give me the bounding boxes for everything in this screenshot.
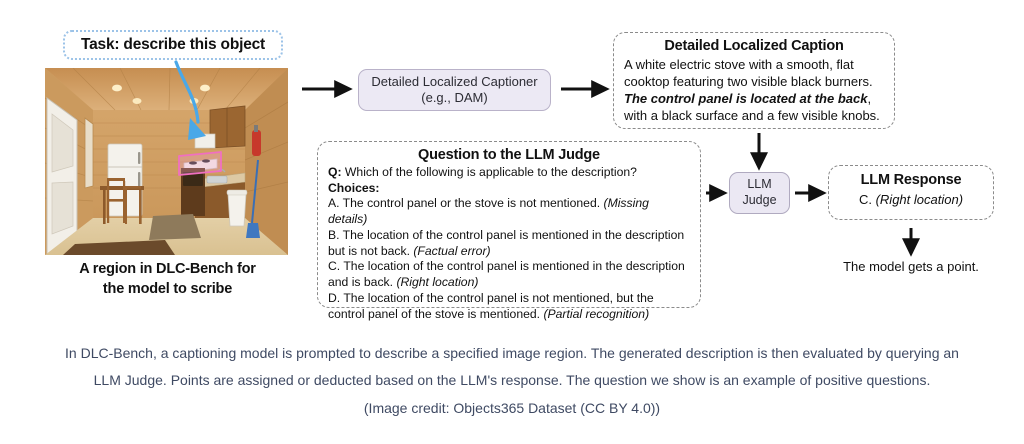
photo-caption-line-1: A region in DLC-Bench for [79,261,256,277]
detailed-localized-caption-box: Detailed Localized Caption A white elect… [613,32,895,129]
llm-judge-box: LLM Judge [729,172,790,214]
choice-a: A. The control panel or the stove is not… [328,196,690,227]
question-to-llm-judge-box: Question to the LLM Judge Q: Which of th… [317,141,701,321]
choice-b-letter: B. [328,227,340,242]
choice-c-tag: (Right location) [396,275,479,290]
judge-label-line-2: Judge [742,193,777,207]
captioner-label-line-1: Detailed Localized Captioner [371,73,538,89]
choice-a-text: The control panel or the stove is not me… [339,196,604,211]
figure-caption-credit: (Image credit: Objects365 Dataset (CC BY… [363,399,661,416]
photo-illustration [45,68,288,255]
choice-d-letter: D. [328,290,341,305]
choice-d-text: The location of the control panel is not… [328,290,654,321]
caption-text-emphasis: The control panel is located at the back [624,91,868,107]
choices-label: Choices: [328,181,690,197]
figure-caption: In DLC-Bench, a captioning model is prom… [0,340,1024,422]
choice-c-text: The location of the control panel is men… [328,259,685,290]
response-box-value: C. (Right location) [837,192,985,207]
response-letter: C. [858,192,876,207]
question-text: Which of the following is applicable to … [341,165,637,179]
choices-label-text: Choices: [328,180,380,195]
detailed-localized-captioner-box: Detailed Localized Captioner (e.g., DAM) [358,69,551,111]
caption-box-title: Detailed Localized Caption [664,38,844,54]
question-line: Q: Which of the following is applicable … [328,165,690,181]
captioner-label-line-2: (e.g., DAM) [421,90,488,105]
photo-caption-line-2: the model to scribe [102,280,233,297]
photo-caption: A region in DLC-Bench for the model to s… [30,260,305,299]
cabin-kitchen-photo [45,68,288,255]
llm-response-box: LLM Response C. (Right location) [828,165,994,220]
judge-label-line-1: LLM [747,177,772,192]
model-gets-point-text: The model gets a point. [843,259,979,274]
response-box-title: LLM Response [860,172,962,188]
choice-c: C. The location of the control panel is … [328,259,690,290]
figure-caption-line-2: LLM Judge. Points are assigned or deduct… [93,372,931,389]
choice-d-tag: (Partial recognition) [543,306,650,321]
caption-text-part-1: A white electric stove with a smooth, fl… [624,57,873,90]
choice-b: B. The location of the control panel is … [328,228,690,259]
question-box-title: Question to the LLM Judge [418,147,600,163]
task-callout-label: Task: describe this object [80,36,266,53]
figure-caption-line-1: In DLC-Bench, a captioning model is prom… [65,345,959,361]
caption-text-part-2: , with a black surface and a few visible… [624,91,880,124]
choice-b-text: The location of the control panel is men… [328,227,685,258]
choice-b-tag: (Factual error) [413,243,491,258]
choice-a-tag: (Missing details) [328,196,649,227]
caption-box-body: A white electric stove with a smooth, fl… [624,56,884,125]
question-prefix: Q: [328,165,342,179]
choice-d: D. The location of the control panel is … [328,291,690,322]
choice-a-letter: A. [328,196,340,211]
task-callout-box: Task: describe this object [63,30,283,60]
response-tag: (Right location) [875,192,964,207]
choice-c-letter: C. [328,259,341,274]
